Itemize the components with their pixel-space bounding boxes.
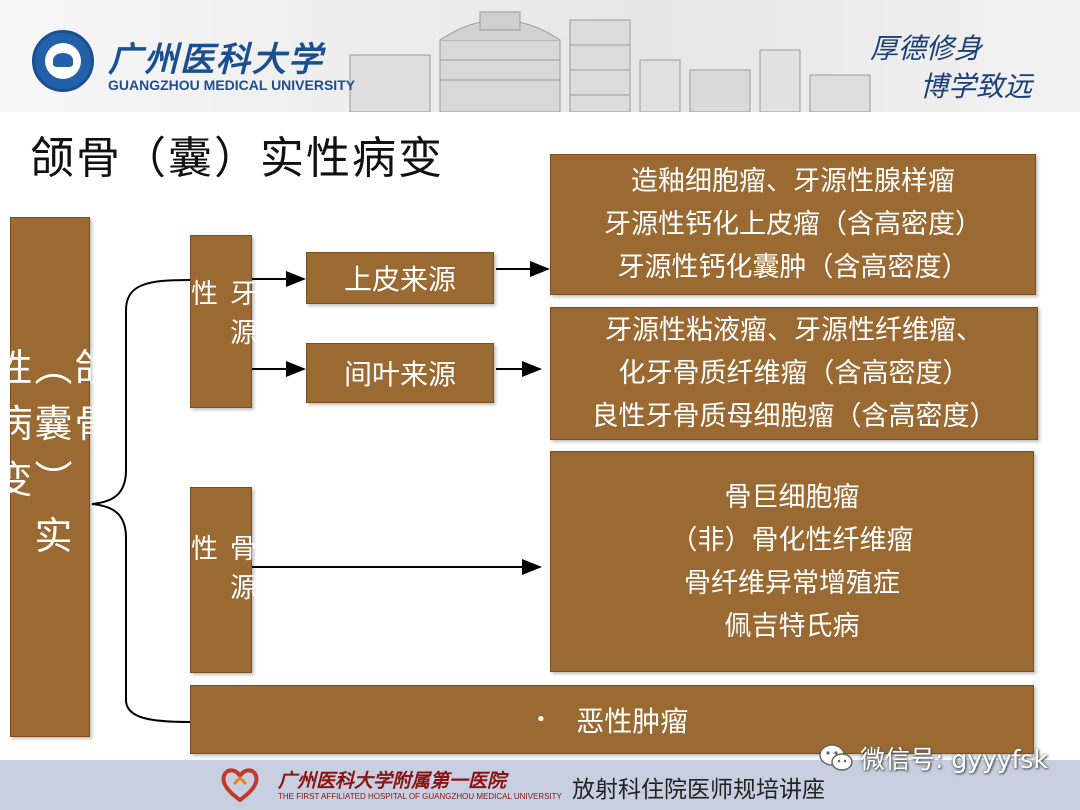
wechat-id-text: 微信号: gyyyfsk <box>860 740 1048 776</box>
wechat-watermark: 微信号: gyyyfsk <box>818 740 1048 776</box>
category-osteogenic-box: 骨源性 <box>190 487 252 673</box>
category-odontogenic-label: 牙源性 <box>182 279 260 365</box>
list-item: 良性牙骨质母细胞瘤（含高密度） <box>592 395 997 438</box>
list-item: 佩吉特氏病 <box>725 605 860 648</box>
hospital-heart-logo-icon <box>220 766 260 802</box>
wechat-icon <box>818 743 854 773</box>
list-item: 化牙骨质纤维瘤（含高密度） <box>619 352 970 395</box>
list-item: （非）骨化性纤维瘤 <box>671 519 914 562</box>
list-item: 骨巨细胞瘤 <box>725 476 860 519</box>
list-item: 牙源性钙化囊肿（含高密度） <box>618 246 969 289</box>
root-category-box: 颌骨（囊）实性病变 <box>10 217 90 737</box>
category-malignant-label: 恶性肿瘤 <box>576 700 688 740</box>
root-category-label: 颌骨（囊）实性病变 <box>0 348 110 607</box>
subcategory-epithelial-box: 上皮来源 <box>306 252 494 304</box>
category-odontogenic-box: 牙源性 <box>190 235 252 408</box>
epithelial-lesion-list: 造釉细胞瘤、牙源性腺样瘤 牙源性钙化上皮瘤（含高密度） 牙源性钙化囊肿（含高密度… <box>550 154 1036 295</box>
subcategory-mesenchymal-label: 间叶来源 <box>344 353 456 393</box>
subcategory-epithelial-label: 上皮来源 <box>344 258 456 298</box>
osteogenic-lesion-list: 骨巨细胞瘤 （非）骨化性纤维瘤 骨纤维异常增殖症 佩吉特氏病 <box>550 451 1034 672</box>
list-item: 造釉细胞瘤、牙源性腺样瘤 <box>631 160 955 203</box>
list-item: 牙源性钙化上皮瘤（含高密度） <box>604 203 982 246</box>
hospital-name-en: THE FIRST AFFILIATED HOSPITAL OF GUANGZH… <box>278 792 562 801</box>
list-item: 骨纤维异常增殖症 <box>684 562 900 605</box>
list-item: 牙源性粘液瘤、牙源性纤维瘤、 <box>605 309 983 352</box>
course-name: 放射科住院医师规培讲座 <box>572 770 825 804</box>
bullet-icon: • <box>536 709 547 730</box>
category-osteogenic-label: 骨源性 <box>182 534 260 626</box>
mesenchymal-lesion-list: 牙源性粘液瘤、牙源性纤维瘤、 化牙骨质纤维瘤（含高密度） 良性牙骨质母细胞瘤（含… <box>550 307 1038 440</box>
subcategory-mesenchymal-box: 间叶来源 <box>306 343 494 403</box>
hospital-name-cn: 广州医科大学附属第一医院 <box>278 766 506 793</box>
